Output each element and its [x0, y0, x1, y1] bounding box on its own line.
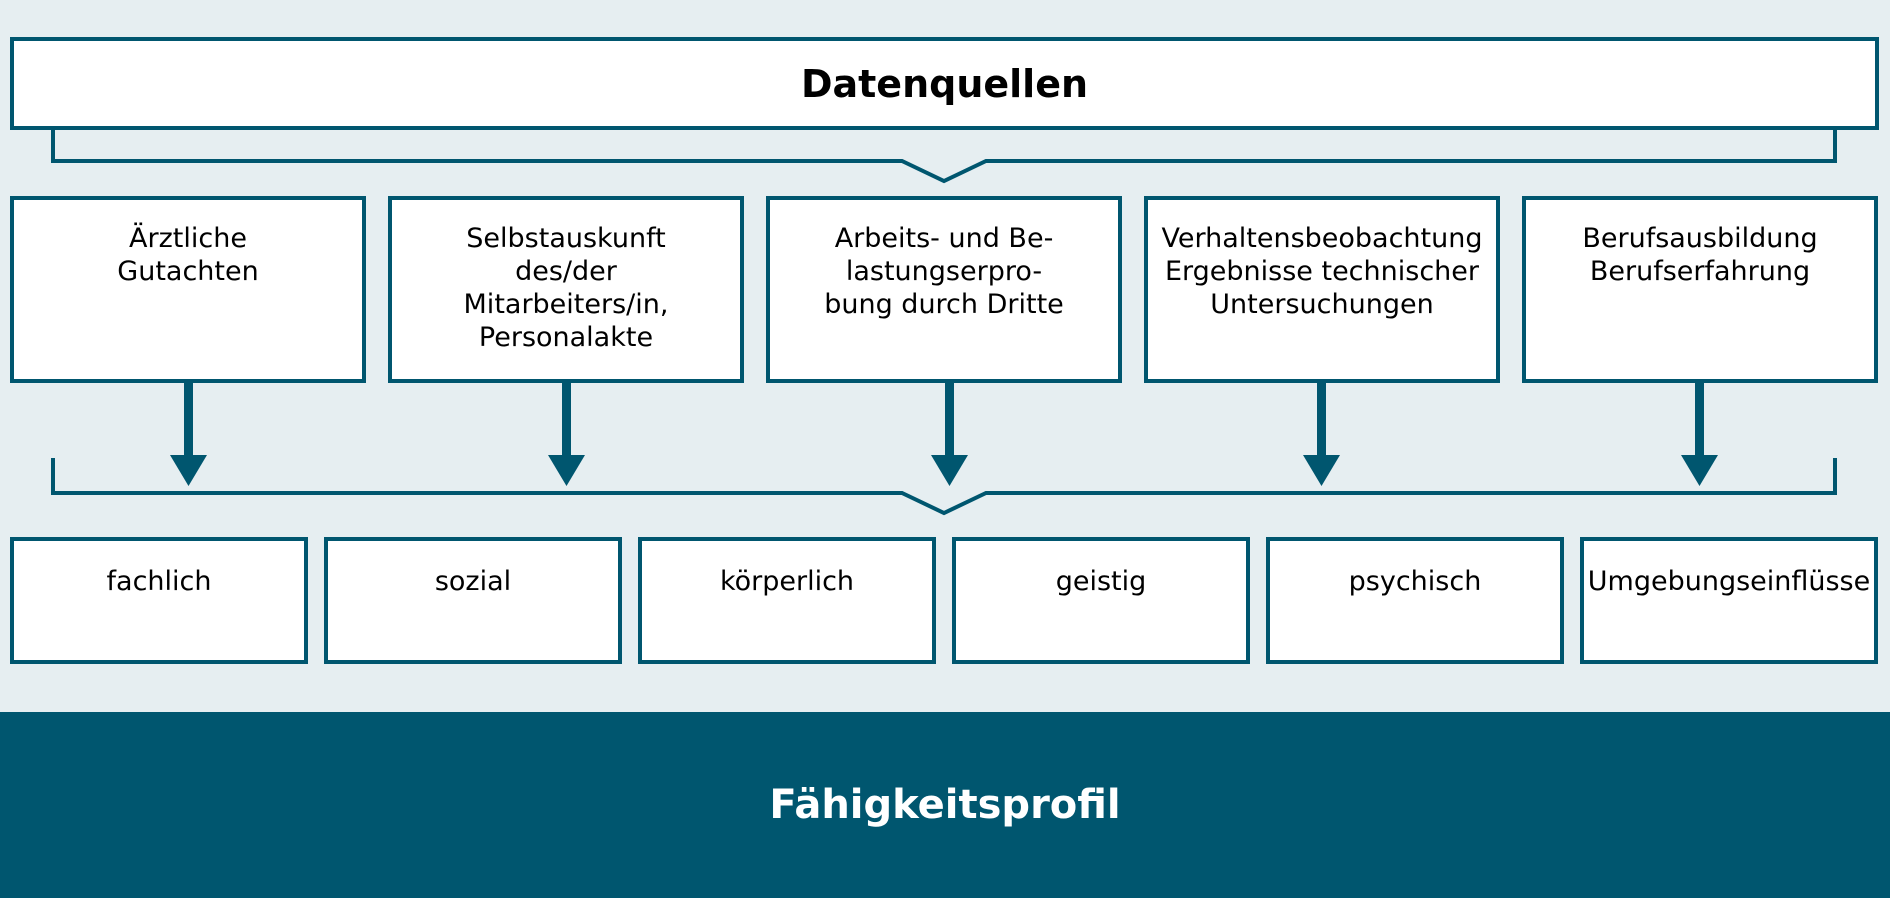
arrow-4 — [1303, 383, 1340, 486]
source-box-work-trial: Arbeits- und Be- lastungserpro- bung dur… — [766, 196, 1122, 383]
dimension-box-physical: körperlich — [638, 537, 936, 664]
dimension-label: fachlich — [106, 566, 212, 597]
middle-brace — [51, 458, 1837, 516]
source-label: Selbstauskunft des/der Mitarbeiters/in, … — [463, 223, 669, 353]
arrow-3 — [931, 383, 968, 486]
data-sources-header-box: Datenquellen — [10, 37, 1879, 130]
data-sources-title: Datenquellen — [800, 61, 1089, 106]
dimension-label: körperlich — [719, 566, 855, 597]
source-box-vocational-training: Berufsausbildung Berufserfahrung — [1522, 196, 1878, 383]
source-box-medical-reports: Ärztliche Gutachten — [10, 196, 366, 383]
ability-profile-title: Fähigkeitsprofil — [769, 782, 1121, 828]
source-box-self-disclosure: Selbstauskunft des/der Mitarbeiters/in, … — [388, 196, 744, 383]
source-label: Berufsausbildung Berufserfahrung — [1582, 223, 1818, 287]
dimension-label: geistig — [1055, 566, 1147, 597]
dimension-box-environmental: Umgebungseinflüsse — [1580, 537, 1878, 664]
arrow-5 — [1681, 383, 1718, 486]
dimension-box-professional: fachlich — [10, 537, 308, 664]
ability-profile-bar: Fähigkeitsprofil — [0, 712, 1890, 898]
top-brace — [51, 130, 1837, 184]
dimension-label: sozial — [434, 566, 512, 597]
dimension-box-social: sozial — [324, 537, 622, 664]
dimension-label: Umgebungseinflüsse — [1587, 566, 1871, 597]
dimension-label: psychisch — [1348, 566, 1482, 597]
dimension-box-psychological: psychisch — [1266, 537, 1564, 664]
source-box-behavior-observation: Verhaltensbeobachtung Ergebnisse technis… — [1144, 196, 1500, 383]
dimension-box-mental: geistig — [952, 537, 1250, 664]
source-label: Verhaltensbeobachtung Ergebnisse technis… — [1161, 223, 1483, 320]
arrow-2 — [548, 383, 585, 486]
arrow-1 — [170, 383, 207, 486]
source-label: Ärztliche Gutachten — [117, 223, 259, 287]
source-label: Arbeits- und Be- lastungserpro- bung dur… — [824, 223, 1064, 320]
